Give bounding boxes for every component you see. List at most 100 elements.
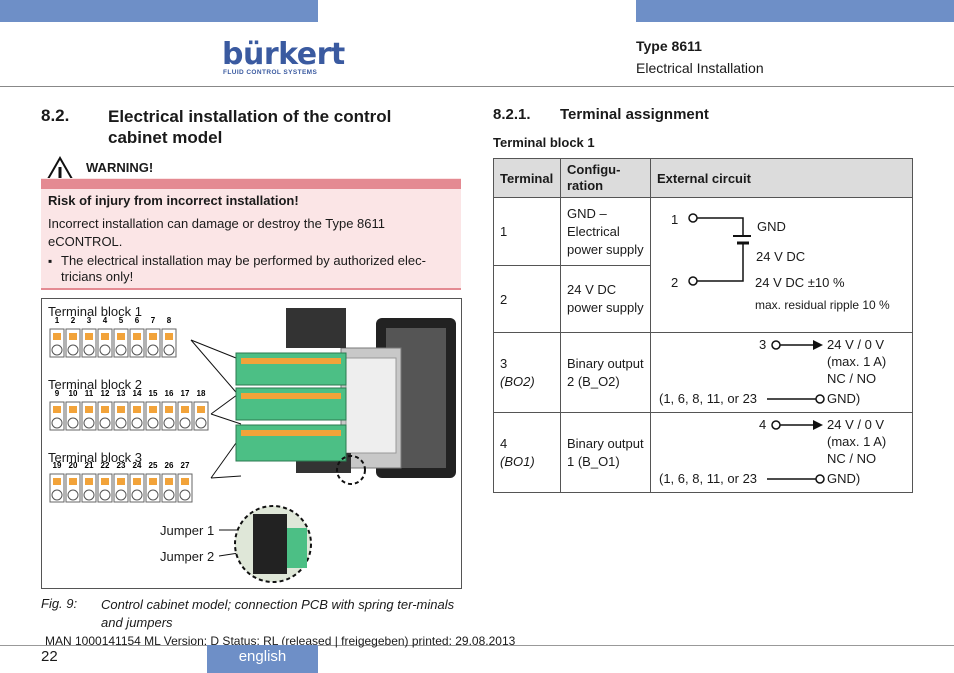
spring-lever <box>117 478 125 485</box>
wire-opening <box>147 417 159 429</box>
wire-opening <box>67 489 79 501</box>
spring-lever <box>53 406 61 413</box>
out3-nc-no: NC / NO <box>827 371 877 386</box>
pin-number: 4 <box>103 316 108 325</box>
pin-number: 18 <box>197 389 206 398</box>
spring-lever <box>69 478 77 485</box>
terminal-number: 4 <box>500 435 508 451</box>
wire-opening <box>51 344 63 356</box>
wire-opening <box>163 344 175 356</box>
cell-config: Binary output 1 (B_O1) <box>560 412 651 493</box>
pin-number: 6 <box>135 316 140 325</box>
warning-bottom-line <box>41 288 461 290</box>
figure-caption-label: Fig. 9: <box>41 596 78 611</box>
footer-divider <box>0 645 954 646</box>
v24-tolerance-label: 24 V DC ±10 % <box>755 275 845 290</box>
spring-lever <box>85 406 93 413</box>
page-number: 22 <box>41 648 58 665</box>
wire-opening <box>51 417 63 429</box>
pin-number: 17 <box>181 389 190 398</box>
terminal-block-2-label: Terminal block 2 <box>48 377 142 392</box>
pin-number: 7 <box>151 316 156 325</box>
pin-number: 9 <box>55 389 60 398</box>
terminal-block-1-label: Terminal block 1 <box>48 304 142 319</box>
cell-circuit-power: 1 GND 24 V DC 2 24 V DC ±10 % max. resid… <box>650 197 913 333</box>
pin-number: 23 <box>117 461 126 470</box>
subsection-number: 8.2.1. <box>493 106 531 123</box>
spring-lever <box>181 406 189 413</box>
cell-circuit-output-1: 4 24 V / 0 V (max. 1 A) NC / NO (1, 6, 8… <box>650 412 913 493</box>
pin2-label: 2 <box>671 275 679 290</box>
warning-label: WARNING! <box>86 160 154 175</box>
terminal-block-3-label: Terminal block 3 <box>48 450 142 465</box>
out3-value: 24 V / 0 V <box>827 337 885 352</box>
pin-number: 5 <box>119 316 124 325</box>
cell-config: 24 V DC power supply <box>560 265 651 333</box>
output-1-circuit-icon <box>767 420 825 484</box>
document-info: MAN 1000141154 ML Version: D Status: RL … <box>45 634 516 648</box>
wire-opening <box>147 344 159 356</box>
wire-opening <box>83 489 95 501</box>
table-row: 3 (BO2) Binary output 2 (B_O2) 3 24 V / … <box>493 332 913 413</box>
pin-number: 26 <box>165 461 174 470</box>
burkert-logo: bürkert <box>222 37 345 72</box>
out4-max: (max. 1 A) <box>827 434 887 449</box>
terminal-sub: (BO2) <box>500 373 535 389</box>
cell-terminal: 1 <box>493 197 561 266</box>
spring-lever <box>149 406 157 413</box>
spring-lever <box>133 406 141 413</box>
v24-label: 24 V DC <box>756 249 806 264</box>
spring-lever <box>165 333 173 340</box>
spring-lever <box>133 478 141 485</box>
terminal-sub: (BO1) <box>500 453 535 469</box>
pin-number: 3 <box>87 316 92 325</box>
ret4-label: (1, 6, 8, 11, or 23 <box>659 471 758 486</box>
section-title: Electrical installation of the control c… <box>108 107 392 147</box>
header-bar-left <box>0 0 318 22</box>
document-type: Type 8611 <box>636 38 702 54</box>
spring-lever <box>197 406 205 413</box>
table-row: 1 GND – Electrical power supply 1 GND 24… <box>493 197 913 333</box>
spring-lever <box>117 333 125 340</box>
table-header-row: Terminal Configu-ration External circuit <box>493 158 913 198</box>
header-terminal: Terminal <box>493 158 561 198</box>
spring-lever <box>85 478 93 485</box>
gnd3-label: GND) <box>827 391 861 406</box>
wire-opening <box>83 417 95 429</box>
wire-opening <box>99 417 111 429</box>
pin-number: 13 <box>117 389 126 398</box>
header-configuration: Configu-ration <box>560 158 651 198</box>
output-2-circuit-icon <box>767 340 825 404</box>
gnd-label: GND <box>757 219 786 234</box>
pin-number: 2 <box>71 316 76 325</box>
pin1-label: 1 <box>671 212 679 227</box>
table-row: 4 (BO1) Binary output 1 (B_O1) 4 24 V / … <box>493 412 913 493</box>
figure-caption: Control cabinet model; connection PCB wi… <box>101 597 455 630</box>
section-number: 8.2. <box>41 106 70 125</box>
warning-box <box>41 178 461 288</box>
pin-number: 19 <box>53 461 62 470</box>
pin-number: 8 <box>167 316 172 325</box>
out4-value: 24 V / 0 V <box>827 417 885 432</box>
spring-lever <box>165 478 173 485</box>
wire-opening <box>131 417 143 429</box>
pin-number: 25 <box>149 461 158 470</box>
spring-lever <box>101 333 109 340</box>
jumper-1-label: Jumper 1 <box>160 523 215 538</box>
spring-lever <box>53 333 61 340</box>
wire-opening <box>115 417 127 429</box>
pin-number: 11 <box>85 389 94 398</box>
terminal-number: 3 <box>500 355 508 371</box>
spring-lever <box>117 406 125 413</box>
header-divider <box>0 86 954 87</box>
cell-config: Binary output 2 (B_O2) <box>560 332 651 413</box>
wire-opening <box>99 489 111 501</box>
jumper-2-label: Jumper 2 <box>160 549 215 564</box>
bullet-icon: ▪ <box>48 254 53 268</box>
spring-lever <box>149 478 157 485</box>
cell-config: GND – Electrical power supply <box>560 197 651 266</box>
pin-number: 27 <box>181 461 190 470</box>
pin-number: 14 <box>133 389 142 398</box>
ret3-label: (1, 6, 8, 11, or 23 <box>659 391 758 406</box>
